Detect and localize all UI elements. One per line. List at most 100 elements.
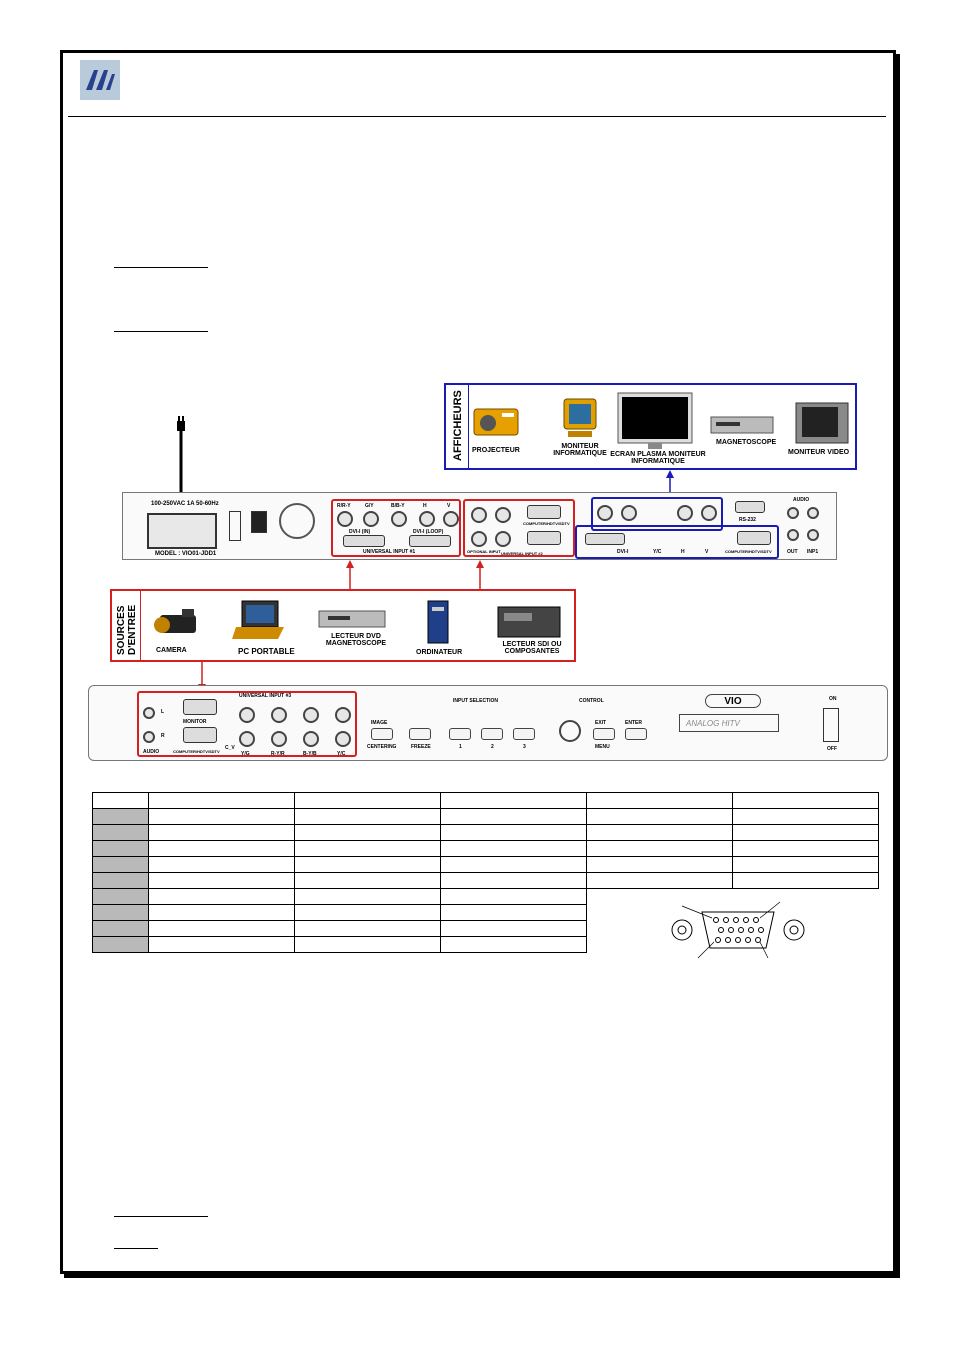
outputs-box-bottom: DVI-I Y/C H V COMPUTER/HDTV/SDTV — [575, 525, 779, 559]
output-label: V — [705, 549, 709, 555]
bnc-connector[interactable] — [471, 531, 487, 547]
audio-title: AUDIO — [793, 497, 810, 503]
audio-jack[interactable] — [143, 731, 155, 743]
front-label: AUDIO — [143, 749, 160, 755]
menu-label: MENU — [595, 744, 610, 750]
camera-icon — [154, 609, 196, 633]
dvi-connector[interactable] — [409, 535, 451, 547]
freeze-button[interactable] — [409, 728, 431, 740]
bnc-connector[interactable] — [471, 507, 487, 523]
audio-jack[interactable] — [807, 529, 819, 541]
input-3-button[interactable] — [513, 728, 535, 740]
bnc-connector[interactable] — [701, 505, 717, 521]
bnc-connector[interactable] — [337, 511, 353, 527]
exit-button[interactable] — [593, 728, 615, 740]
ui1-label: R/R-Y — [337, 503, 351, 509]
bnc-connector[interactable] — [303, 707, 319, 723]
bnc-connector[interactable] — [363, 511, 379, 527]
audio-jack[interactable] — [787, 529, 799, 541]
heading-underline — [114, 331, 208, 332]
ui1-label: H — [423, 503, 427, 509]
universal-input-3-title: UNIVERSAL INPUT #3 — [239, 693, 292, 699]
ui1-label: DVI-I (IN) — [349, 529, 371, 535]
audio-jack[interactable] — [787, 507, 799, 519]
vga-input-connector[interactable] — [183, 727, 217, 743]
output-label: H — [681, 549, 685, 555]
enter-button[interactable] — [625, 728, 647, 740]
rs232-connector[interactable] — [735, 501, 765, 513]
monitor-connector[interactable] — [183, 699, 217, 715]
bnc-connector[interactable] — [239, 707, 255, 723]
front-label: R — [161, 733, 165, 739]
source-label-camera: CAMERA — [156, 647, 187, 654]
bnc-connector[interactable] — [621, 505, 637, 521]
vga-output-connector[interactable] — [737, 531, 771, 545]
power-switch[interactable] — [229, 511, 241, 541]
audio-jack[interactable] — [807, 507, 819, 519]
enter-label: ENTER — [625, 720, 642, 726]
bnc-connector[interactable] — [495, 531, 511, 547]
display-label-vcr: MAGNETOSCOPE — [716, 439, 777, 446]
audio-jack[interactable] — [143, 707, 155, 719]
dvd-player-icon — [318, 610, 386, 628]
dvi-output-connector[interactable] — [585, 533, 625, 545]
centering-label: CENTERING — [367, 744, 397, 750]
bnc-connector[interactable] — [271, 731, 287, 747]
heading-underline — [114, 267, 208, 268]
universal-input-3-box: UNIVERSAL INPUT #3 L R AUDIO MONITOR COM… — [137, 691, 357, 757]
front-panel: UNIVERSAL INPUT #3 L R AUDIO MONITOR COM… — [88, 685, 888, 761]
front-power-switch[interactable] — [823, 708, 839, 742]
ui1-label: G/Y — [365, 503, 374, 509]
power-inlet[interactable] — [147, 513, 217, 549]
bnc-connector[interactable] — [597, 505, 613, 521]
vga-connector[interactable] — [527, 531, 561, 545]
input-1-label: 1 — [459, 744, 462, 750]
power-rating-label: 100-250VAC 1A 50-60Hz — [151, 501, 219, 507]
bnc-connector[interactable] — [677, 505, 693, 521]
projector-icon — [473, 408, 519, 436]
front-label: Y/G — [241, 751, 250, 757]
source-label-laptop: PC PORTABLE — [238, 647, 295, 656]
bnc-connector[interactable] — [419, 511, 435, 527]
universal-input-2-box: COMPUTER/HDTV/SDTV OPTIONAL INPUT UNIVER… — [463, 499, 575, 557]
display-label-projector: PROJECTEUR — [472, 447, 520, 454]
front-label: B-Y/B — [303, 751, 317, 757]
rs232-label: RS-232 — [739, 517, 756, 523]
pin-table — [92, 792, 879, 953]
bnc-connector[interactable] — [239, 731, 255, 747]
power-on-label: ON — [829, 696, 837, 702]
centering-button[interactable] — [371, 728, 393, 740]
dvi-connector[interactable] — [343, 535, 385, 547]
bnc-connector[interactable] — [335, 731, 351, 747]
heading-underline — [114, 1248, 158, 1249]
arrow-up-icon — [346, 560, 354, 590]
input-2-button[interactable] — [481, 728, 503, 740]
vga-connector[interactable] — [527, 505, 561, 519]
bnc-connector[interactable] — [271, 707, 287, 723]
input-3-label: 3 — [523, 744, 526, 750]
fuse-holder[interactable] — [251, 511, 267, 533]
computer-tower-icon — [427, 600, 449, 644]
model-label: MODEL : VIO01-JDD1 — [155, 551, 217, 557]
freeze-label: FREEZE — [411, 744, 431, 750]
source-label-sdi: LECTEUR SDI OU COMPOSANTES — [502, 641, 562, 655]
bnc-connector[interactable] — [303, 731, 319, 747]
power-cord-icon — [177, 416, 185, 493]
bnc-connector[interactable] — [391, 511, 407, 527]
bnc-connector[interactable] — [443, 511, 459, 527]
control-title: CONTROL — [579, 698, 604, 704]
laptop-icon — [232, 600, 284, 639]
input-1-button[interactable] — [449, 728, 471, 740]
page-frame — [60, 50, 896, 1274]
input-2-label: 2 — [491, 744, 494, 750]
jog-wheel[interactable] — [559, 720, 581, 742]
sources-box: SOURCES D'ENTREE CAMERA PC PORTABLE LECT… — [110, 589, 576, 662]
displays-box: AFFICHEURS PROJECTEUR MONITEUR INFORMATI… — [444, 383, 857, 470]
bnc-connector[interactable] — [335, 707, 351, 723]
bnc-connector[interactable] — [495, 507, 511, 523]
sources-title: SOURCES D'ENTREE — [116, 604, 138, 655]
rear-panel: 100-250VAC 1A 50-60Hz MODEL : VIO01-JDD1… — [122, 492, 837, 560]
output-label: DVI-I — [617, 549, 629, 555]
front-label: MONITOR — [183, 719, 207, 725]
ui1-label: B/B-Y — [391, 503, 405, 509]
